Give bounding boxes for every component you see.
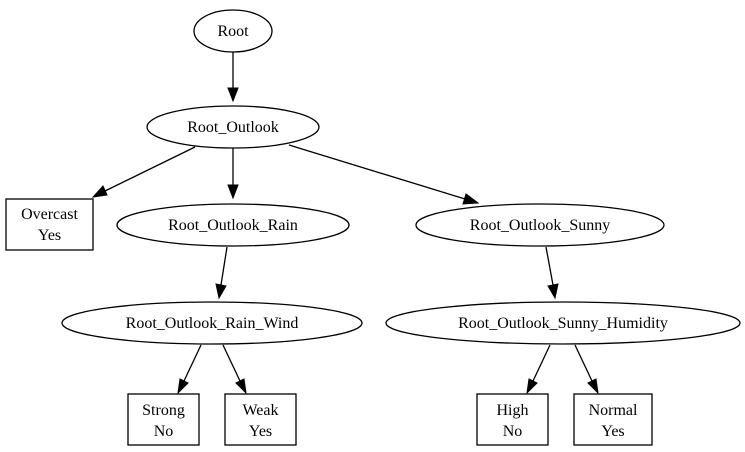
edge-outlook-to-sunny [288, 144, 480, 205]
edge-rain-wind-to-strong [177, 344, 202, 395]
edge-rain-to-rain-wind [215, 246, 228, 300]
node-rain-label: Root_Outlook_Rain [168, 217, 298, 234]
node-weak-line-2: Yes [249, 423, 272, 440]
node-strong: Strong No [127, 393, 200, 446]
node-rain-wind-label: Root_Outlook_Rain_Wind [126, 315, 299, 332]
node-high: High No [476, 393, 549, 446]
edge-sunny-humidity-to-high [526, 344, 551, 395]
node-weak-line-1: Weak [242, 402, 278, 419]
node-strong-line-1: Strong [142, 402, 185, 419]
node-normal-line-2: Yes [601, 423, 624, 440]
edge-sunny-humidity-to-normal [574, 344, 599, 395]
edge-rain-wind-to-weak [222, 344, 247, 395]
edges [91, 51, 599, 395]
edge-sunny-to-sunny-humidity [545, 246, 559, 300]
node-outlook: Root_Outlook [146, 105, 320, 149]
node-root: Root [193, 9, 273, 53]
node-high-line-2: No [503, 423, 523, 440]
node-overcast-line-2: Yes [38, 227, 61, 244]
node-weak: Weak Yes [224, 393, 297, 446]
node-high-line-1: High [497, 402, 529, 419]
edge-outlook-to-rain [227, 148, 239, 200]
node-overcast: Overcast Yes [5, 198, 94, 251]
edge-root-to-outlook [227, 51, 239, 103]
node-sunny-label: Root_Outlook_Sunny [470, 217, 610, 234]
node-root-label: Root [217, 23, 249, 40]
edge-outlook-to-overcast [91, 146, 196, 198]
nodes: Root Root_Outlook Overcast Yes Root_Outl… [5, 9, 741, 446]
node-normal: Normal Yes [573, 393, 653, 446]
node-overcast-line-1: Overcast [21, 206, 78, 223]
node-sunny-humidity-label: Root_Outlook_Sunny_Humidity [458, 315, 668, 332]
node-strong-line-2: No [154, 423, 174, 440]
node-sunny: Root_Outlook_Sunny [415, 203, 665, 247]
node-sunny-humidity: Root_Outlook_Sunny_Humidity [385, 301, 741, 345]
node-normal-line-1: Normal [589, 402, 638, 419]
node-outlook-label: Root_Outlook [187, 119, 279, 136]
node-rain-wind: Root_Outlook_Rain_Wind [61, 301, 363, 345]
node-rain: Root_Outlook_Rain [116, 203, 350, 247]
